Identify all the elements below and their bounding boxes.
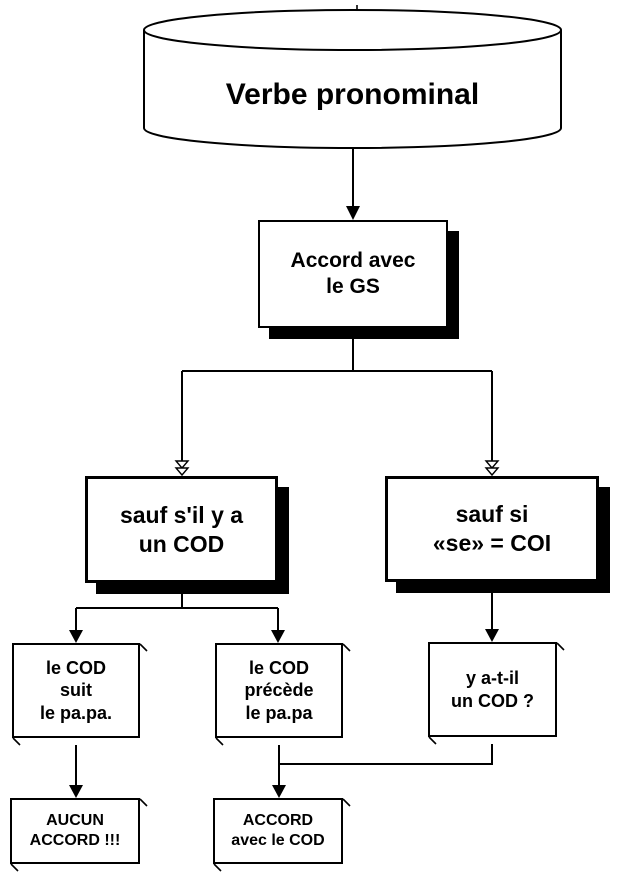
- double-chevron-arrow-icon: [484, 467, 500, 477]
- connector-saufcod-branch: [69, 594, 285, 643]
- node-accord-avec-le-gs: Accord avec le GS: [258, 220, 448, 328]
- node-aucun-accord: AUCUN ACCORD !!!: [10, 798, 147, 871]
- arrow-down-icon: [69, 630, 83, 643]
- node-le-cod-suit-le-papa-label: le COD suit le pa.pa.: [39, 657, 113, 723]
- node-verbe-pronominal: Verbe pronominal: [144, 70, 561, 120]
- node-aucun-accord-label: AUCUN ACCORD !!!: [29, 812, 121, 849]
- double-chevron-arrow-icon: [484, 460, 500, 470]
- node-y-a-t-il-un-cod-label: y a-t-il un COD ?: [451, 668, 534, 711]
- node-sauf-si-se-egale-coi-label: sauf si «se» = COI: [432, 501, 552, 556]
- node-y-a-t-il-un-cod: y a-t-il un COD ?: [428, 642, 564, 744]
- node-verbe-pronominal-label: Verbe pronominal: [225, 78, 480, 111]
- connector-suit-to-aucun: [69, 745, 83, 798]
- arrow-down-icon: [346, 206, 360, 220]
- node-accord-avec-le-gs-label: Accord avec le GS: [290, 248, 416, 298]
- node-le-cod-precede-le-papa: le COD précède le pa.pa: [215, 643, 350, 745]
- arrow-down-icon: [271, 630, 285, 643]
- connector-root-to-gs: [346, 148, 360, 220]
- node-sauf-sil-y-a-un-cod-label: sauf s'il y a un COD: [119, 501, 244, 557]
- double-chevron-arrow-icon: [174, 460, 190, 470]
- node-sauf-sil-y-a-un-cod: sauf s'il y a un COD: [85, 476, 278, 583]
- connector-gs-branch: [174, 331, 500, 477]
- node-le-cod-suit-le-papa: le COD suit le pa.pa.: [12, 643, 147, 745]
- arrow-down-icon: [69, 785, 83, 798]
- cylinder-shape: [143, 5, 562, 149]
- node-sauf-si-se-egale-coi: sauf si «se» = COI: [385, 476, 599, 582]
- double-chevron-arrow-icon: [174, 467, 190, 477]
- node-le-cod-precede-le-papa-label: le COD précède le pa.pa: [244, 657, 314, 723]
- node-accord-avec-le-cod-label: ACCORD avec le COD: [231, 812, 325, 849]
- node-accord-avec-le-cod: ACCORD avec le COD: [213, 798, 350, 871]
- connector-saufse-to-yatil: [485, 582, 499, 642]
- shadow-corner-ticks: [10, 642, 565, 872]
- arrow-down-icon: [485, 629, 499, 642]
- connector-merge-to-accordcod: [272, 744, 493, 798]
- arrow-down-icon: [272, 785, 286, 798]
